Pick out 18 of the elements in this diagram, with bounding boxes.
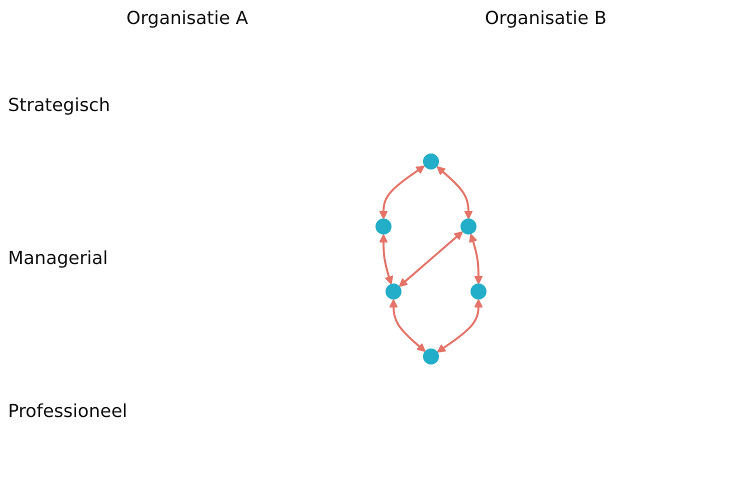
node-circle [376, 218, 392, 234]
row-label: Managerial [8, 248, 109, 269]
arrow [469, 233, 484, 284]
arrow [389, 298, 426, 352]
column-heading: Organisatie A [126, 8, 248, 29]
node-circle [470, 283, 487, 299]
arrow [436, 166, 474, 219]
node-circle [423, 348, 440, 364]
column-heading: Organisatie B [484, 8, 607, 29]
arrow [436, 298, 484, 352]
node-circle [460, 218, 477, 234]
arrow [398, 230, 464, 286]
node-circle [386, 283, 402, 299]
row-label: Strategisch [8, 95, 112, 116]
node-circle [423, 153, 440, 169]
arrow [379, 165, 426, 219]
arrow [379, 234, 394, 284]
row-label: Professioneel [8, 401, 128, 422]
